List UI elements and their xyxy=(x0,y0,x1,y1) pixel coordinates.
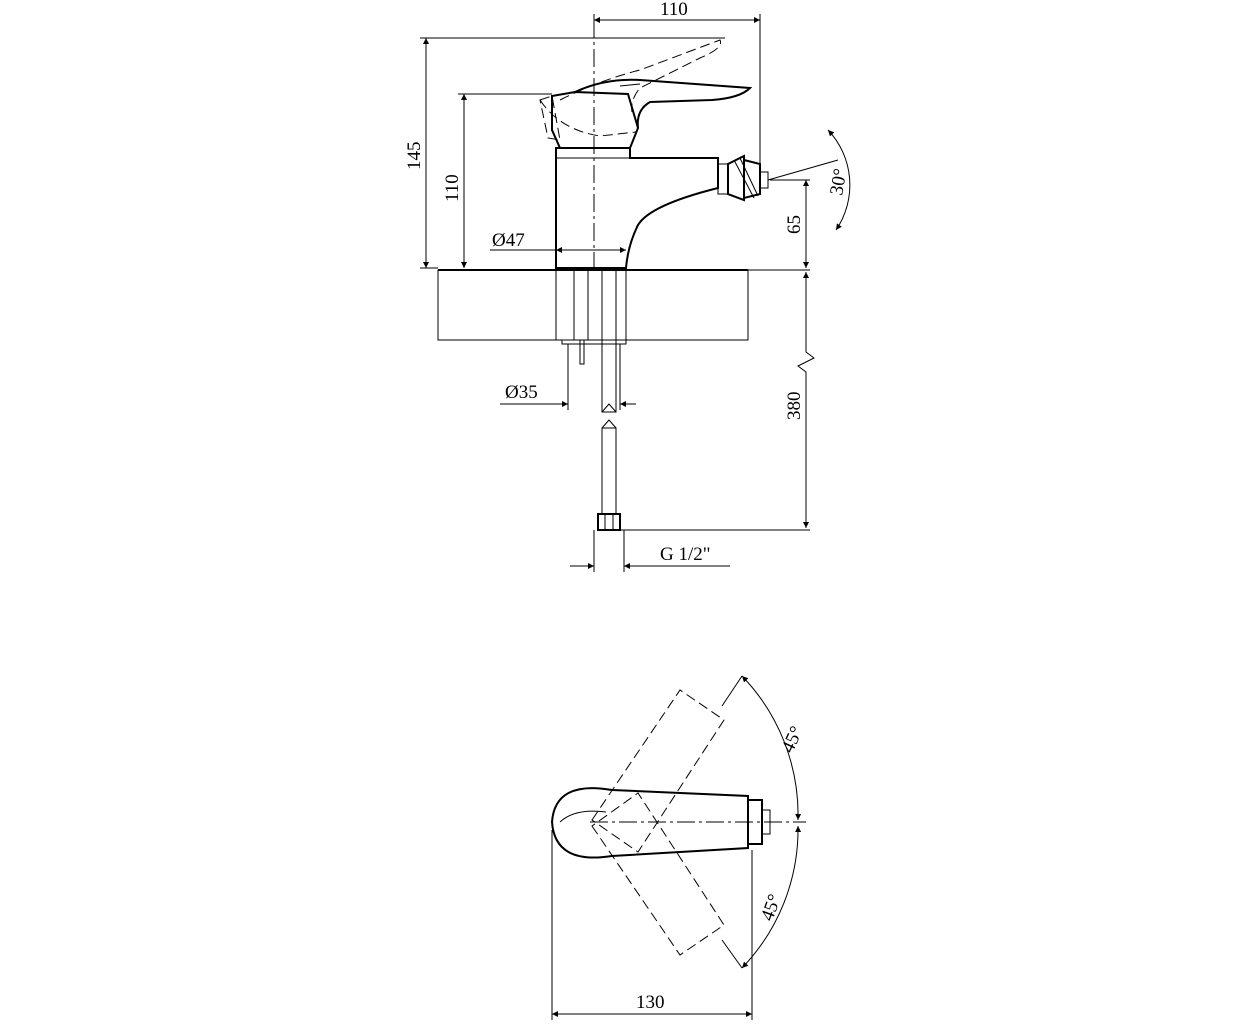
dim-plan-length-label: 130 xyxy=(636,992,665,1013)
dim-nozzle-height-label: 65 xyxy=(784,215,805,234)
dim-base-diameter-label: Ø47 xyxy=(492,230,525,251)
dim-total-height: 145 xyxy=(404,37,725,269)
dim-nozzle-height: 65 xyxy=(748,179,810,271)
dim-spout-height: 110 xyxy=(442,93,552,268)
dim-total-height-label: 145 xyxy=(404,142,425,171)
faucet-body xyxy=(539,39,753,269)
dim-hose-length-label: 380 xyxy=(784,392,805,421)
hoses-and-stud xyxy=(561,269,627,531)
dim-spout-height-label: 110 xyxy=(442,174,463,202)
dim-lever-angle-top: 45° xyxy=(721,675,808,821)
plan-view: 45° 45° 130 xyxy=(550,675,808,1020)
dim-top-width-label: 110 xyxy=(660,0,688,20)
countertop-section xyxy=(437,269,749,341)
dim-lever-angle-bottom: 45° xyxy=(721,825,802,969)
dim-plan-length: 130 xyxy=(551,830,753,1020)
dim-hose-length: 380 xyxy=(620,272,815,531)
dim-thread: G 1/2" xyxy=(570,530,730,572)
nozzle xyxy=(717,154,769,202)
lever-position-right xyxy=(591,792,725,956)
lever-position-left xyxy=(591,689,725,853)
dim-nozzle-angle-label: 30° xyxy=(826,167,851,197)
dim-hole-diameter-label: Ø35 xyxy=(505,382,538,403)
side-view: 110 145 110 Ø47 65 xyxy=(404,0,852,572)
dim-thread-label: G 1/2" xyxy=(660,544,711,565)
dim-hole-diameter: Ø35 xyxy=(500,344,636,410)
plan-body xyxy=(550,787,771,859)
dim-nozzle-angle: 30° xyxy=(767,129,852,231)
dim-top-width: 110 xyxy=(593,0,761,172)
dim-lever-angle-top-label: 45° xyxy=(777,723,807,756)
dim-base-diameter: Ø47 xyxy=(490,230,626,253)
dim-lever-angle-bottom-label: 45° xyxy=(757,892,786,924)
